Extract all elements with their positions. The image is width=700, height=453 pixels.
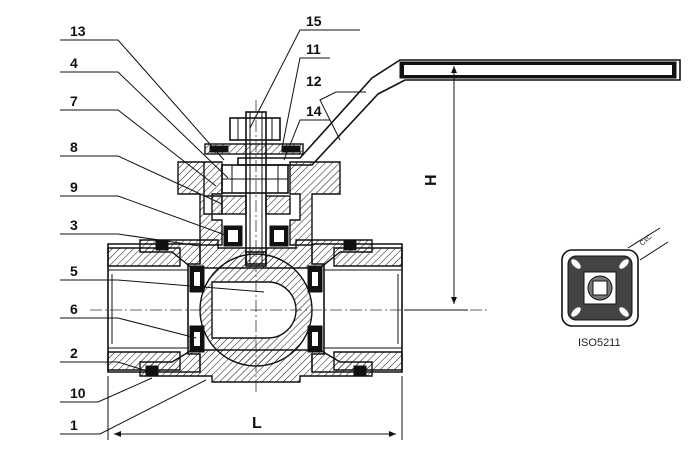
label-12: 12 — [306, 73, 322, 89]
label-4: 4 — [70, 55, 78, 71]
dimension-h: H — [404, 59, 468, 311]
label-2: 2 — [70, 345, 78, 361]
label-13: 13 — [70, 23, 86, 39]
leader-lines — [60, 29, 366, 435]
label-9: 9 — [70, 179, 78, 195]
label-7: 7 — [70, 93, 78, 109]
dimension-h-label: H — [423, 174, 440, 186]
label-11: 11 — [306, 41, 321, 57]
dimension-l-label: L — [252, 415, 262, 432]
label-1: 1 — [70, 417, 78, 433]
handle — [237, 59, 681, 166]
part-labels: 13 4 7 8 9 3 5 6 2 10 1 15 11 12 14 — [70, 13, 322, 433]
label-5: 5 — [70, 263, 78, 279]
dimension-l: L — [107, 376, 403, 440]
stem-assembly — [177, 111, 341, 265]
flange-standard-label: ISO5211 — [578, 337, 621, 349]
seats — [189, 265, 323, 353]
label-15: 15 — [306, 13, 322, 29]
label-3: 3 — [70, 217, 78, 233]
label-6: 6 — [70, 301, 78, 317]
flange-square-label: CxC — [639, 233, 654, 247]
label-8: 8 — [70, 139, 78, 155]
label-10: 10 — [70, 385, 86, 401]
iso-flange-detail: CxC ISO5211 — [561, 227, 669, 349]
label-14: 14 — [306, 103, 322, 119]
